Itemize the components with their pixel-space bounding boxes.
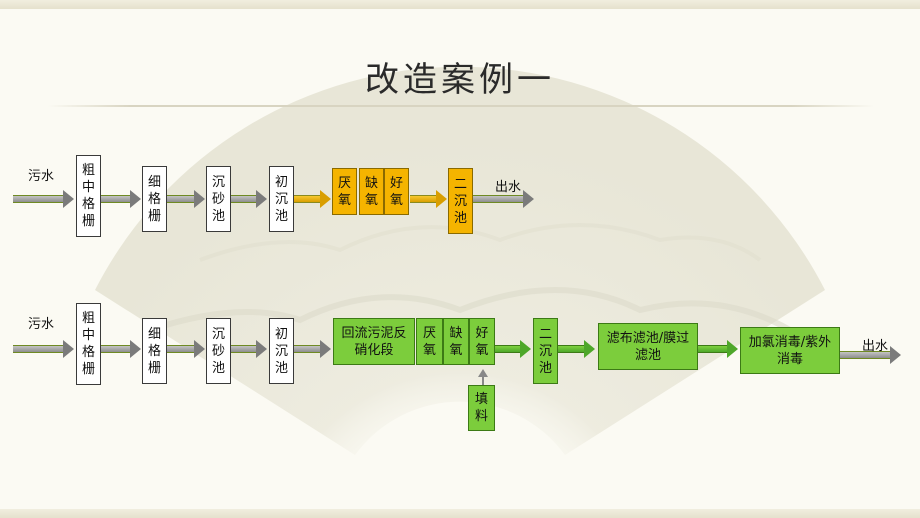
row2-output-label: 出水 (862, 339, 889, 354)
row1-arrow-in (13, 189, 74, 208)
row2-disinfection-box: 加氯消毒/紫外消毒 (740, 327, 840, 374)
row2-coarse-screen-label: 粗中格栅 (81, 311, 95, 377)
row2-fine-screen-box: 细格栅 (142, 318, 167, 384)
row1-anaerobic-label: 厌氧 (337, 175, 351, 208)
row2-arrow-in (13, 339, 74, 358)
row1-secondary-clarifier-label: 二沉池 (453, 176, 467, 226)
row2-filler-box: 填料 (468, 385, 495, 431)
row2-arrow-7 (698, 339, 738, 358)
title-divider (48, 105, 874, 107)
row1-anoxic-box: 缺氧 (359, 168, 384, 215)
row2-arrow-3 (231, 339, 267, 358)
row1-arrow-5 (410, 189, 447, 208)
row1-arrow-1 (101, 189, 141, 208)
row1-aerobic-label: 好氧 (389, 175, 403, 208)
row1-secondary-clarifier-box: 二沉池 (448, 168, 473, 234)
row2-secondary-clarifier-box: 二沉池 (533, 318, 558, 384)
row2-secondary-clarifier-label: 二沉池 (538, 326, 552, 376)
row1-arrow-out (473, 189, 534, 208)
row2-input-label: 污水 (28, 317, 55, 332)
bottom-decor-stripe (0, 509, 920, 518)
row2-arrow-4 (294, 339, 331, 358)
row1-aerobic-box: 好氧 (384, 168, 409, 215)
row1-arrow-3 (231, 189, 267, 208)
row2-arrow-6 (558, 339, 595, 358)
row1-fine-screen-box: 细格栅 (142, 166, 167, 232)
row2-grit-chamber-box: 沉砂池 (206, 318, 231, 384)
row2-disinfection-label: 加氯消毒/紫外消毒 (748, 334, 832, 367)
row2-aerobic-label: 好氧 (475, 325, 489, 358)
filler-up-arrow (478, 369, 488, 391)
row2-denitrification-box: 回流污泥反硝化段 (333, 318, 415, 365)
row2-anoxic-label: 缺氧 (449, 325, 463, 358)
row2-primary-clarifier-label: 初沉池 (274, 326, 288, 376)
row2-cloth-filter-label: 滤布滤池/膜过滤池 (606, 330, 690, 363)
row2-arrow-out (840, 345, 901, 364)
row1-anaerobic-box: 厌氧 (332, 168, 357, 215)
row2-fine-screen-label: 细格栅 (147, 326, 161, 376)
row2-filler-label: 填料 (474, 392, 488, 424)
row1-grit-chamber-label: 沉砂池 (211, 174, 225, 224)
row2-arrow-1 (101, 339, 141, 358)
row2-primary-clarifier-box: 初沉池 (269, 318, 294, 384)
row2-anoxic-box: 缺氧 (443, 318, 469, 365)
row2-grit-chamber-label: 沉砂池 (211, 326, 225, 376)
row2-anaerobic-box: 厌氧 (416, 318, 443, 365)
row1-input-label: 污水 (28, 169, 55, 184)
row2-denitrification-label: 回流污泥反硝化段 (341, 325, 407, 358)
row1-coarse-screen-label: 粗中格栅 (81, 163, 95, 229)
top-decor-stripe (0, 0, 920, 9)
row2-arrow-2 (167, 339, 205, 358)
row1-fine-screen-label: 细格栅 (147, 174, 161, 224)
row2-cloth-filter-box: 滤布滤池/膜过滤池 (598, 323, 698, 370)
row1-anoxic-label: 缺氧 (364, 175, 378, 208)
row1-arrow-4 (294, 189, 331, 208)
row1-coarse-screen-box: 粗中格栅 (76, 155, 101, 237)
row2-arrow-5 (495, 339, 531, 358)
row2-aerobic-box: 好氧 (469, 318, 495, 365)
row1-output-label: 出水 (495, 180, 522, 195)
row1-primary-clarifier-label: 初沉池 (274, 174, 288, 224)
row1-grit-chamber-box: 沉砂池 (206, 166, 231, 232)
row1-primary-clarifier-box: 初沉池 (269, 166, 294, 232)
page-title: 改造案例一 (365, 60, 555, 100)
row2-coarse-screen-box: 粗中格栅 (76, 303, 101, 385)
row1-arrow-2 (167, 189, 205, 208)
row2-anaerobic-label: 厌氧 (422, 325, 436, 358)
